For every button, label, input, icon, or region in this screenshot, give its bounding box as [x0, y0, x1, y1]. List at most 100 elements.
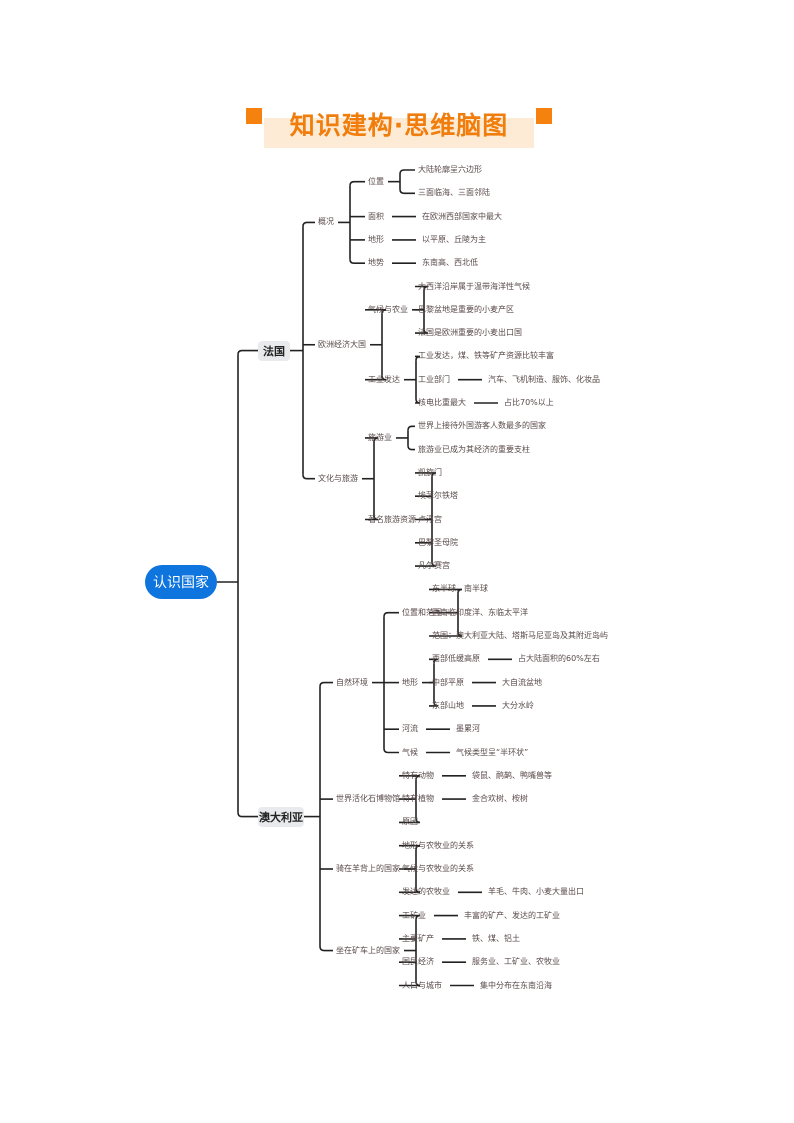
- leaf-label[interactable]: 服务业、工矿业、农牧业: [472, 957, 560, 967]
- connector-line: [415, 398, 421, 404]
- leaf-label[interactable]: 三面临海、三面邻陆: [418, 188, 490, 198]
- topic-label[interactable]: 河流: [402, 724, 418, 734]
- leaf-label[interactable]: 旅游业已成为其经济的重要支柱: [418, 444, 530, 454]
- connector-line: [349, 259, 365, 264]
- leaf-label[interactable]: 气候类型呈“半环状”: [456, 747, 529, 757]
- leaf-label[interactable]: 墨累河: [456, 724, 480, 734]
- connector-line: [399, 888, 421, 894]
- topic-label[interactable]: 位置: [368, 176, 384, 186]
- subtopic-label[interactable]: 文化与旅游: [318, 473, 358, 483]
- topic-label[interactable]: 发达的农牧业: [402, 887, 450, 897]
- subtopic-label[interactable]: 自然环境: [336, 677, 368, 687]
- leaf-label[interactable]: 巴黎圣母院: [418, 537, 458, 547]
- topic-label[interactable]: 著名旅游资源: [368, 514, 416, 524]
- subtopic-label[interactable]: 世界活化石博物馆: [336, 794, 400, 804]
- connector-line: [415, 355, 421, 361]
- connector-line: [415, 329, 429, 334]
- topic-label[interactable]: 工矿业: [402, 910, 426, 920]
- connector-line: [399, 775, 421, 780]
- leaf-label[interactable]: 法国是欧洲重要的小麦出口国: [418, 328, 522, 338]
- leaf-label[interactable]: 大自流盆地: [502, 677, 542, 687]
- connector-line: [407, 425, 415, 431]
- title-right-square-icon: [536, 108, 552, 124]
- connector-line: [399, 844, 421, 850]
- leaf-label[interactable]: 羊毛、牛肉、小麦大量出口: [488, 887, 584, 897]
- leaf-label[interactable]: 卢浮宫: [418, 514, 442, 524]
- connector-line: [429, 631, 463, 637]
- topic-label[interactable]: 地势: [368, 258, 384, 268]
- leaf-label[interactable]: 气候与农牧业的关系: [402, 864, 474, 873]
- topic-label[interactable]: 地形: [368, 234, 384, 244]
- leaf-label[interactable]: 东半球、南半球: [432, 584, 488, 594]
- leaf-label[interactable]: 世界上接待外国游客人数最多的国家: [418, 421, 546, 431]
- connector-line: [383, 748, 399, 754]
- leaf-label[interactable]: 占比70%以上: [504, 398, 554, 407]
- connector-line: [319, 946, 333, 952]
- leaf-label[interactable]: 占大陆面积的60%左右: [518, 654, 600, 664]
- connector-line: [429, 658, 439, 664]
- topic-label[interactable]: 工业发达: [368, 374, 400, 384]
- leaf-label[interactable]: 汽车、飞机制造、服饰、化妆品: [488, 374, 600, 384]
- leaf-label[interactable]: 东南高、西北低: [422, 258, 478, 268]
- connector-line: [383, 611, 399, 617]
- leaf-label[interactable]: 大陆轮廓呈六边形: [418, 165, 482, 174]
- connector-line: [237, 812, 258, 818]
- leaf-label[interactable]: 袋鼠、鸸鹋、鸭嘴兽等: [472, 770, 552, 780]
- topic-label[interactable]: 位置和范围: [402, 607, 442, 617]
- connector-line: [415, 562, 437, 567]
- leaf-label[interactable]: 西部低缓高原: [432, 654, 480, 664]
- leaf-label[interactable]: 丰富的矿产、发达的工矿业: [464, 910, 560, 920]
- subtopic-label[interactable]: 坐在矿车上的国家: [336, 945, 400, 955]
- subtopic-label[interactable]: 欧洲经济大国: [318, 339, 366, 349]
- leaf-label[interactable]: 铁、煤、铝土: [472, 933, 520, 943]
- subtopic-label[interactable]: 骑在羊背上的国家: [336, 864, 400, 873]
- leaf-label[interactable]: 凡尔赛宫: [418, 561, 450, 571]
- leaf-label[interactable]: 埃菲尔铁塔: [418, 491, 458, 501]
- subtopic-label[interactable]: 概况: [318, 217, 334, 227]
- connector-line: [407, 445, 415, 451]
- leaf-label[interactable]: 核电比重最大: [418, 398, 466, 407]
- leaf-label[interactable]: 东部山地: [432, 700, 464, 710]
- topic-label[interactable]: 气候与农业: [368, 304, 408, 314]
- leaf-label[interactable]: 中部平原: [432, 677, 464, 687]
- topic-label[interactable]: 主要矿产: [402, 933, 434, 943]
- page-title: 知识建构·思维脑图: [289, 111, 509, 140]
- topic-label[interactable]: 气候: [402, 747, 418, 757]
- leaf-label[interactable]: 金合欢树、桉树: [472, 794, 528, 804]
- topic-label[interactable]: 特有动物: [402, 770, 434, 780]
- leaf-label[interactable]: 西南临印度洋、东临太平洋: [432, 607, 528, 617]
- leaf-label[interactable]: 在欧洲西部国家中最大: [422, 211, 502, 221]
- leaf-label[interactable]: 工业发达，煤、铁等矿产资源比较丰富: [418, 351, 554, 361]
- topic-label[interactable]: 国民经济: [402, 957, 434, 967]
- leaf-label[interactable]: 凯旋门: [418, 467, 442, 477]
- page-title-banner: 知识建构·思维脑图: [246, 104, 552, 150]
- leaf-label[interactable]: 巴黎盆地是重要的小麦产区: [418, 304, 514, 314]
- topic-label[interactable]: 旅游业: [368, 432, 392, 442]
- leaf-label[interactable]: 大西洋沿岸属于温带海洋性气候: [418, 281, 530, 291]
- topic-label[interactable]: 地形: [402, 677, 418, 687]
- connector-line: [399, 818, 421, 824]
- branch-node[interactable]: 法国: [258, 340, 290, 361]
- title-left-square-icon: [246, 108, 262, 124]
- leaf-label[interactable]: 大分水岭: [502, 700, 534, 710]
- leaf-label[interactable]: 以平原、丘陵为主: [422, 234, 486, 244]
- title-highlight: [264, 118, 534, 148]
- connector-line: [399, 169, 415, 175]
- connector-line: [365, 309, 387, 314]
- connector-line: [302, 221, 315, 227]
- leaf-label[interactable]: 地形与农牧业的关系: [402, 840, 474, 850]
- leaf-label[interactable]: 集中分布在东南沿海: [480, 980, 552, 990]
- root-node[interactable]: 认识国家: [145, 565, 217, 599]
- topic-label[interactable]: 面积: [368, 211, 384, 221]
- connector-line: [399, 189, 415, 195]
- topic-label[interactable]: 特有植物: [402, 794, 434, 804]
- branch-node[interactable]: 澳大利亚: [258, 806, 304, 827]
- connector-line: [429, 588, 463, 594]
- connector-line: [429, 701, 439, 707]
- connector-line: [237, 349, 258, 355]
- leaf-label[interactable]: 范围：澳大利亚大陆、塔斯马尼亚岛及其附近岛屿: [432, 631, 608, 640]
- connector-line: [365, 515, 379, 521]
- leaf-label[interactable]: 工业部门: [418, 374, 450, 384]
- topic-label[interactable]: 人口与城市: [402, 980, 442, 990]
- leaf-label[interactable]: 原因: [402, 817, 418, 827]
